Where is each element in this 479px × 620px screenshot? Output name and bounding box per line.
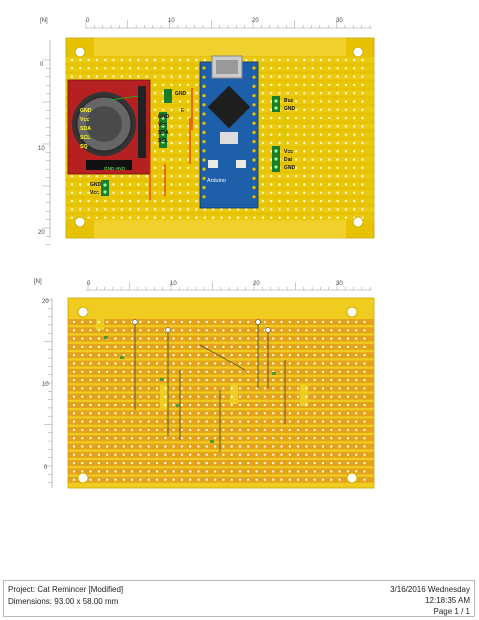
top-unit-label: [N] <box>40 18 48 24</box>
right-top-gnd: GND <box>284 106 296 112</box>
wires-top <box>109 88 286 200</box>
left-header <box>159 112 167 148</box>
footer-time: 12:18:35 AM <box>425 596 470 605</box>
left-header-scl: SCL <box>158 138 168 144</box>
bottom-ruler-vertical <box>44 298 53 488</box>
rtc-module <box>67 79 151 175</box>
right-bottom-header <box>272 146 280 172</box>
top-ruler-vertical <box>42 40 51 246</box>
bottom-mount-hole-bl <box>77 472 89 484</box>
bottom-v-tick-10: 10 <box>42 382 49 388</box>
left-header-vcc: Vcc <box>158 122 167 128</box>
right-top-buz: Buz <box>284 98 294 104</box>
right-bottom-vcc: Vcc <box>284 149 293 155</box>
rtc-label-sda: SDA <box>80 126 91 132</box>
rtc-label-sq: SQ <box>80 144 88 150</box>
footer-dimensions: Dimensions: 93.00 x 58.00 mm <box>8 597 119 606</box>
top-h-tick-20: 20 <box>252 18 259 24</box>
left-header-gnd: GND <box>158 114 170 120</box>
bottom-green-marks <box>104 336 276 443</box>
right-bottom-dat: Dat <box>284 157 292 163</box>
bottom-mount-hole-br <box>346 472 358 484</box>
rtc-bottom-label: GND ANO <box>104 166 126 171</box>
top-h-tick-0: 0 <box>86 18 90 24</box>
bottom-wires <box>134 322 286 452</box>
top-v-tick-20: 20 <box>38 230 45 236</box>
rtc-label-gnd: GND <box>80 108 92 114</box>
top-h-tick-10: 10 <box>168 18 175 24</box>
gnd-header-upper <box>164 89 172 103</box>
top-v-tick-0: 0 <box>40 62 44 68</box>
mount-hole-tr <box>352 46 364 58</box>
bottom-wire-ends <box>132 319 271 333</box>
bottom-left-vcc: Vcc <box>90 190 99 196</box>
bottom-left-header <box>101 180 109 196</box>
rtc-label-scl: SCL <box>80 135 91 141</box>
mount-hole-tl <box>74 46 86 58</box>
top-ruler-horizontal <box>85 20 372 29</box>
bottom-board <box>67 297 375 489</box>
bottom-left-gnd: GND <box>90 182 102 188</box>
arduino-nano <box>199 55 259 209</box>
bottom-h-tick-30: 30 <box>336 281 343 287</box>
small-e-label: E <box>181 108 185 114</box>
bottom-h-tick-0: 0 <box>87 281 91 287</box>
mount-hole-br <box>352 216 364 228</box>
rtc-label-vcc: Vcc <box>80 117 89 123</box>
bottom-mount-hole-tr <box>346 306 358 318</box>
right-top-header <box>272 96 280 112</box>
bottom-v-tick-0: 0 <box>44 465 48 471</box>
top-v-tick-10: 10 <box>38 146 45 152</box>
footer-date: 3/16/2016 Wednesday <box>390 585 470 594</box>
bottom-ruler-horizontal <box>86 282 372 291</box>
footer-page: Page 1 / 1 <box>433 607 470 616</box>
gnd-label-upper: GND <box>175 91 187 97</box>
bottom-h-tick-10: 10 <box>170 281 177 287</box>
arduino-label: Arduino <box>207 178 226 184</box>
left-header-sda: SDA <box>158 130 169 136</box>
mount-hole-bl <box>74 216 86 228</box>
bottom-v-tick-20: 20 <box>42 299 49 305</box>
bottom-h-tick-20: 20 <box>253 281 260 287</box>
top-h-tick-30: 30 <box>336 18 343 24</box>
print-footer: Project: Cat Remincer [Modified] Dimensi… <box>3 580 475 617</box>
bottom-unit-label: [N] <box>34 279 42 285</box>
bottom-mount-hole-tl <box>77 306 89 318</box>
footer-project: Project: Cat Remincer [Modified] <box>8 585 124 594</box>
right-bottom-gnd: GND <box>284 165 296 171</box>
